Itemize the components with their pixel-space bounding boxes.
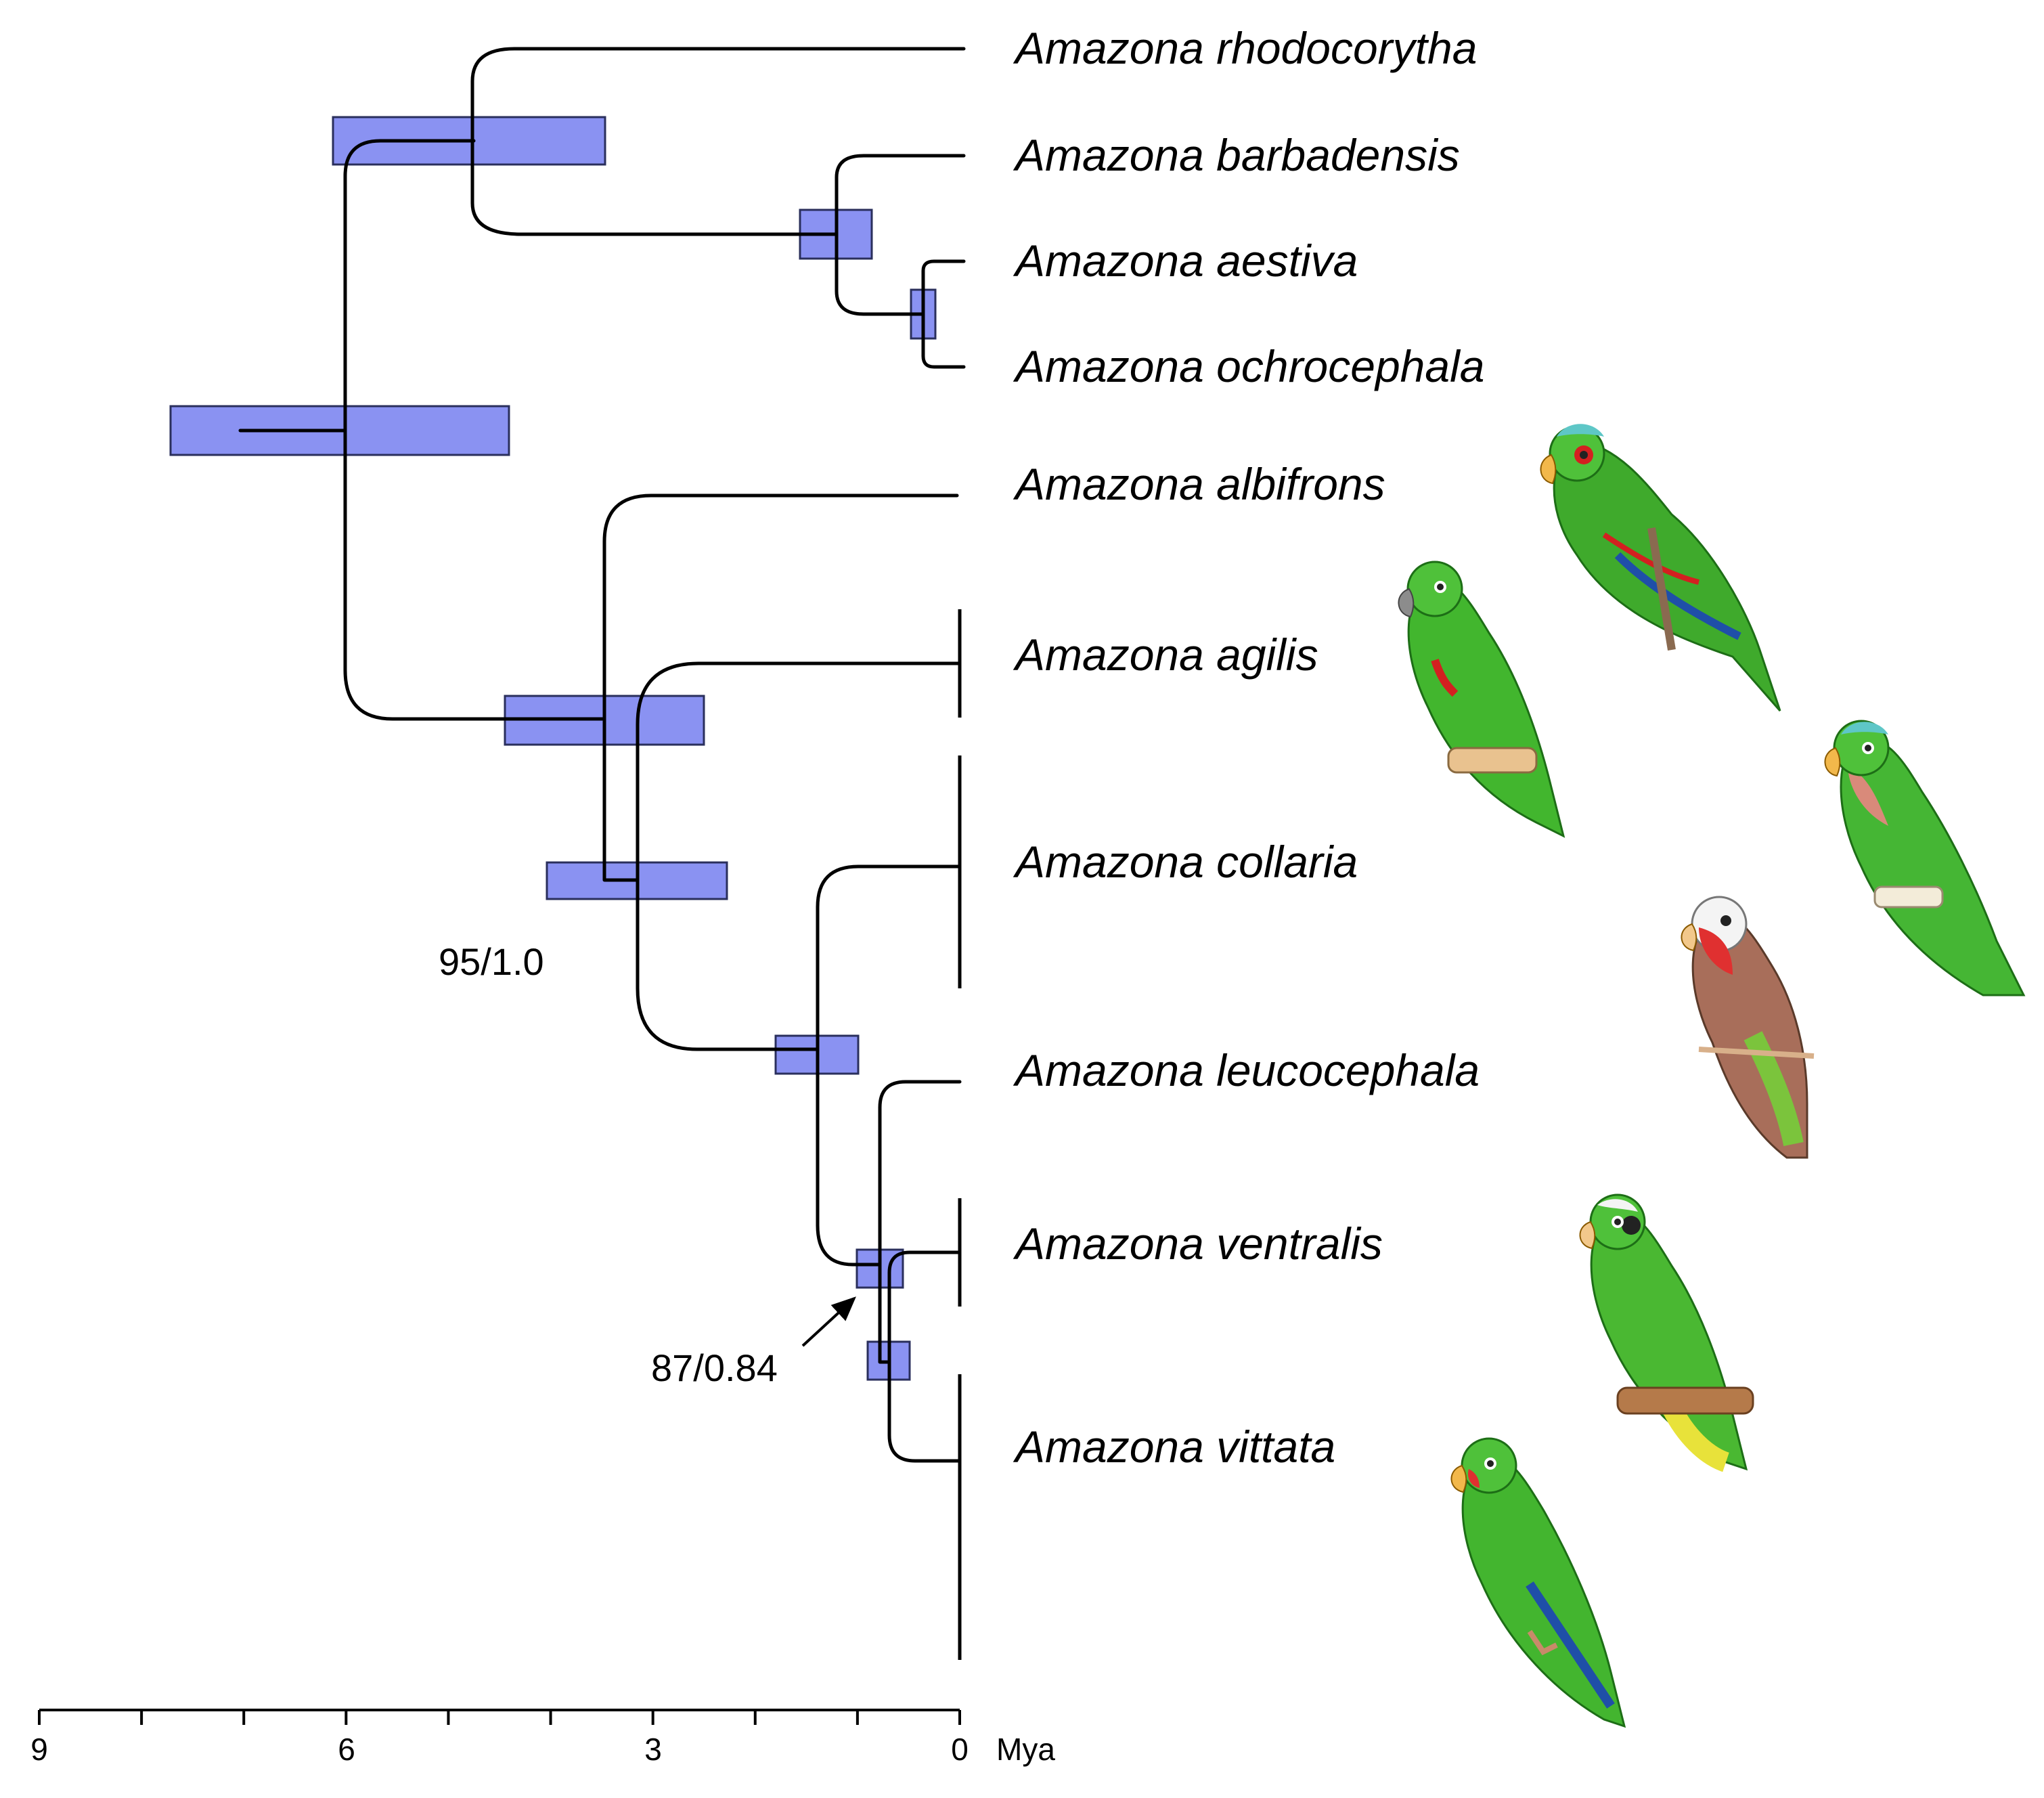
taxon-label: Amazona leucocephala	[1013, 1045, 1480, 1095]
axis-tick-label: 3	[644, 1732, 662, 1767]
taxon-label: Amazona ventralis	[1013, 1219, 1383, 1269]
branch-to-rhodocorytha	[470, 47, 966, 143]
parrot-illustration-1	[1540, 424, 1781, 711]
branch-root-upper	[343, 139, 476, 433]
parrot-illustration-4	[1681, 896, 1815, 1159]
parrot-illustration-6	[1450, 1437, 1626, 1728]
branch-to-collaria-clade	[636, 878, 820, 1051]
branch-to-collaria	[816, 864, 962, 1051]
branch-to-ochrocephala	[921, 312, 966, 369]
taxon-label: Amazona albifrons	[1013, 459, 1385, 509]
branch-to-barbadensis	[835, 154, 966, 236]
taxon-label: Amazona collaria	[1013, 837, 1358, 887]
branch-to-leucocephala-clade	[816, 1047, 882, 1267]
axis-tick-label: 0	[951, 1732, 969, 1767]
parrot-illustration-5	[1579, 1193, 1754, 1472]
parrot-illustration-3	[1824, 720, 2026, 996]
branch-to-leucocephala	[878, 1080, 962, 1267]
time-axis: 9 6 3 0 Mya	[30, 1709, 1055, 1767]
taxon-label: Amazona aestiva	[1013, 236, 1358, 286]
branch-to-albifrons	[602, 494, 959, 721]
support-arrow	[801, 1296, 856, 1347]
branch-to-agilis	[636, 661, 962, 882]
parrot-illustration-2	[1398, 561, 1565, 838]
branch-to-ventralis	[887, 1250, 962, 1364]
branch-to-agilis-clade	[602, 717, 640, 882]
taxon-label: Amazona agilis	[1013, 630, 1318, 680]
branch-to-barbadensis-clade	[470, 139, 839, 236]
taxon-labels: Amazona rhodocorytha Amazona barbadensis…	[1013, 23, 1484, 1472]
taxon-label: Amazona barbadensis	[1013, 130, 1460, 180]
branch-to-vittata	[887, 1360, 962, 1463]
axis-tick-label: 9	[30, 1732, 48, 1767]
branch-to-aestiva	[921, 259, 966, 316]
taxon-label: Amazona ochrocephala	[1013, 341, 1484, 391]
tree-branches	[238, 47, 966, 1463]
branch-to-aestiva-clade	[835, 232, 925, 316]
axis-unit-label: Mya	[996, 1732, 1055, 1767]
support-label-87: 87/0.84	[651, 1346, 778, 1389]
axis-tick-label: 6	[338, 1732, 355, 1767]
support-label-95: 95/1.0	[439, 940, 544, 983]
branch-to-ventralis-vittata	[878, 1263, 891, 1364]
taxon-label: Amazona rhodocorytha	[1013, 23, 1477, 73]
hpd-bars	[169, 116, 937, 1381]
taxon-label: Amazona vittata	[1013, 1422, 1335, 1472]
branch-root-lower	[343, 429, 604, 721]
